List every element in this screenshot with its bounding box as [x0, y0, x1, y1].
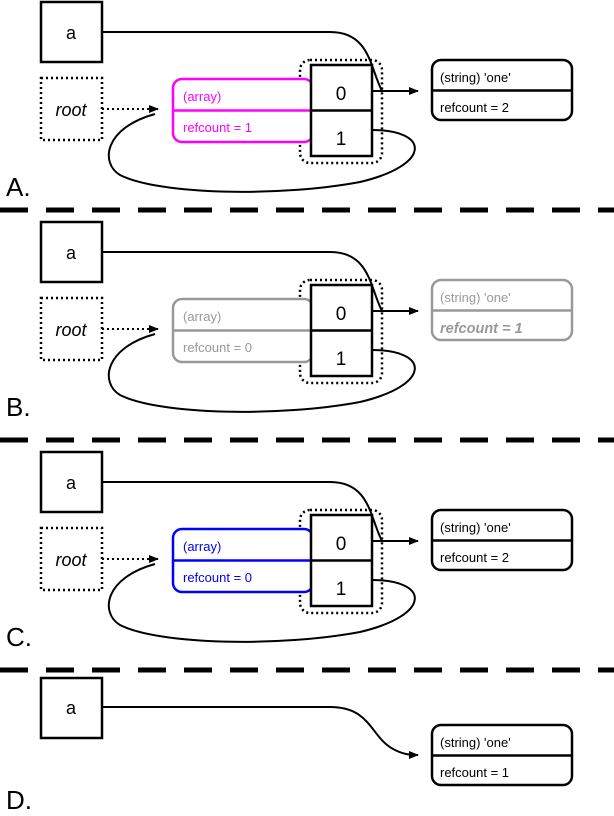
array-refcount-label: refcount = 0	[183, 340, 252, 355]
array-cell-0-label[interactable]: 0	[336, 84, 347, 105]
string-value-box[interactable]: (string) 'one' refcount = 1	[430, 723, 574, 787]
panel-c: a root (array) refcount = 0 0 1 (string)…	[6, 450, 574, 652]
string-type-label: (string) 'one'	[440, 70, 511, 85]
panel-divider-3	[0, 667, 614, 673]
panel-a: a root (array) refcount = 1 0 1 (string)	[6, 0, 574, 202]
panel-divider-2	[0, 437, 614, 443]
array-cell-1-label[interactable]: 1	[336, 579, 347, 600]
edge-a-to-string	[102, 251, 383, 312]
array-value-box[interactable]: (array) refcount = 0	[171, 297, 315, 364]
string-type-label: (string) 'one'	[440, 735, 511, 750]
array-cells: 0 1	[309, 283, 374, 378]
array-cells: 0 1	[309, 63, 374, 158]
variable-box-a[interactable]: a	[39, 0, 104, 64]
root-box-label: root	[55, 550, 87, 570]
edge-a-to-string	[102, 481, 383, 542]
array-cell-1-label[interactable]: 1	[336, 349, 347, 370]
string-type-label: (string) 'one'	[440, 520, 511, 535]
array-cell-0-label[interactable]: 0	[336, 534, 347, 555]
string-refcount-label: refcount = 2	[440, 550, 509, 565]
root-box[interactable]: root	[39, 76, 104, 142]
variable-box-a-label: a	[66, 698, 77, 718]
root-box[interactable]: root	[39, 296, 104, 362]
variable-box-a[interactable]: a	[39, 220, 104, 284]
panel-b: a root (array) refcount = 0 0 1 (string)…	[6, 220, 574, 422]
array-refcount-label: refcount = 1	[183, 120, 252, 135]
root-box-label: root	[55, 100, 87, 120]
string-refcount-label: refcount = 1	[440, 321, 523, 337]
array-refcount-label: refcount = 0	[183, 570, 252, 585]
variable-box-a-label: a	[66, 473, 77, 493]
root-box-label: root	[55, 320, 87, 340]
array-type-label: (array)	[183, 309, 221, 324]
string-refcount-label: refcount = 2	[440, 100, 509, 115]
edge-cell1-to-array	[107, 113, 416, 193]
array-cell-1-label[interactable]: 1	[336, 129, 347, 150]
panel-d: a (string) 'one' refcount = 1 D.	[6, 676, 574, 815]
string-refcount-label: refcount = 1	[440, 765, 509, 780]
array-type-label: (array)	[183, 89, 221, 104]
variable-box-a[interactable]: a	[39, 676, 104, 740]
edge-a-to-string	[102, 31, 383, 92]
variable-box-a-label: a	[66, 243, 77, 263]
array-cells: 0 1	[309, 513, 374, 608]
array-value-box[interactable]: (array) refcount = 1	[171, 77, 315, 144]
string-value-box[interactable]: (string) 'one' refcount = 2	[430, 58, 574, 122]
panel-label-a: A.	[6, 172, 31, 202]
string-value-box[interactable]: (string) 'one' refcount = 1	[430, 278, 574, 342]
panel-divider-1	[0, 207, 614, 213]
panel-label-b: B.	[6, 392, 31, 422]
string-type-label: (string) 'one'	[440, 290, 511, 305]
array-cell-0-label[interactable]: 0	[336, 304, 347, 325]
array-type-label: (array)	[183, 539, 221, 554]
array-value-box[interactable]: (array) refcount = 0	[171, 527, 315, 594]
edge-a-to-string	[102, 706, 419, 759]
panel-label-c: C.	[6, 622, 32, 652]
variable-box-a-label: a	[66, 23, 77, 43]
edge-cell1-to-array	[107, 563, 416, 643]
variable-box-a[interactable]: a	[39, 450, 104, 514]
panel-label-d: D.	[6, 785, 32, 815]
root-box[interactable]: root	[39, 526, 104, 592]
string-value-box[interactable]: (string) 'one' refcount = 2	[430, 508, 574, 572]
edge-cell1-to-array	[107, 333, 416, 413]
